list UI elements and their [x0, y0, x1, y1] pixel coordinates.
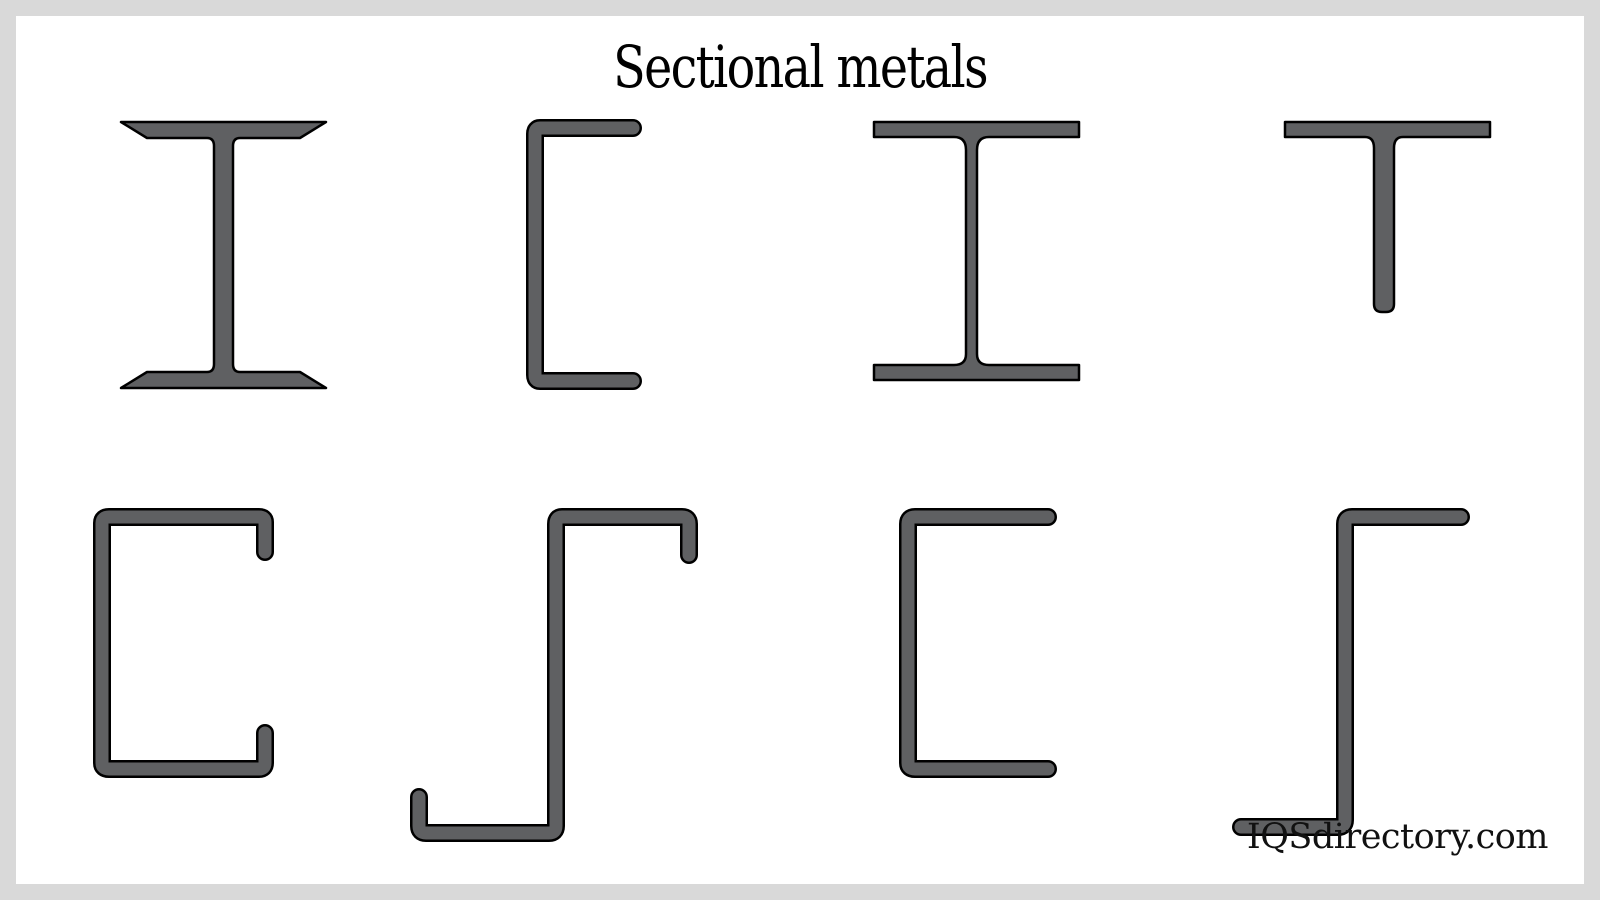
diagram-canvas	[16, 16, 1584, 884]
source-watermark: IQSdirectory.com	[1246, 817, 1549, 857]
i-beam-wide-flange-icon	[872, 120, 1081, 382]
lipped-c-channel-icon	[93, 508, 274, 778]
lipped-z-section-icon	[410, 508, 698, 842]
i-beam-tapered-icon	[119, 120, 328, 390]
c-channel-icon	[526, 119, 642, 390]
diagram-title: Sectional metals	[613, 33, 988, 101]
z-section-icon	[1232, 508, 1470, 836]
plain-c-channel-icon	[899, 508, 1057, 778]
t-section-icon	[1283, 120, 1492, 314]
